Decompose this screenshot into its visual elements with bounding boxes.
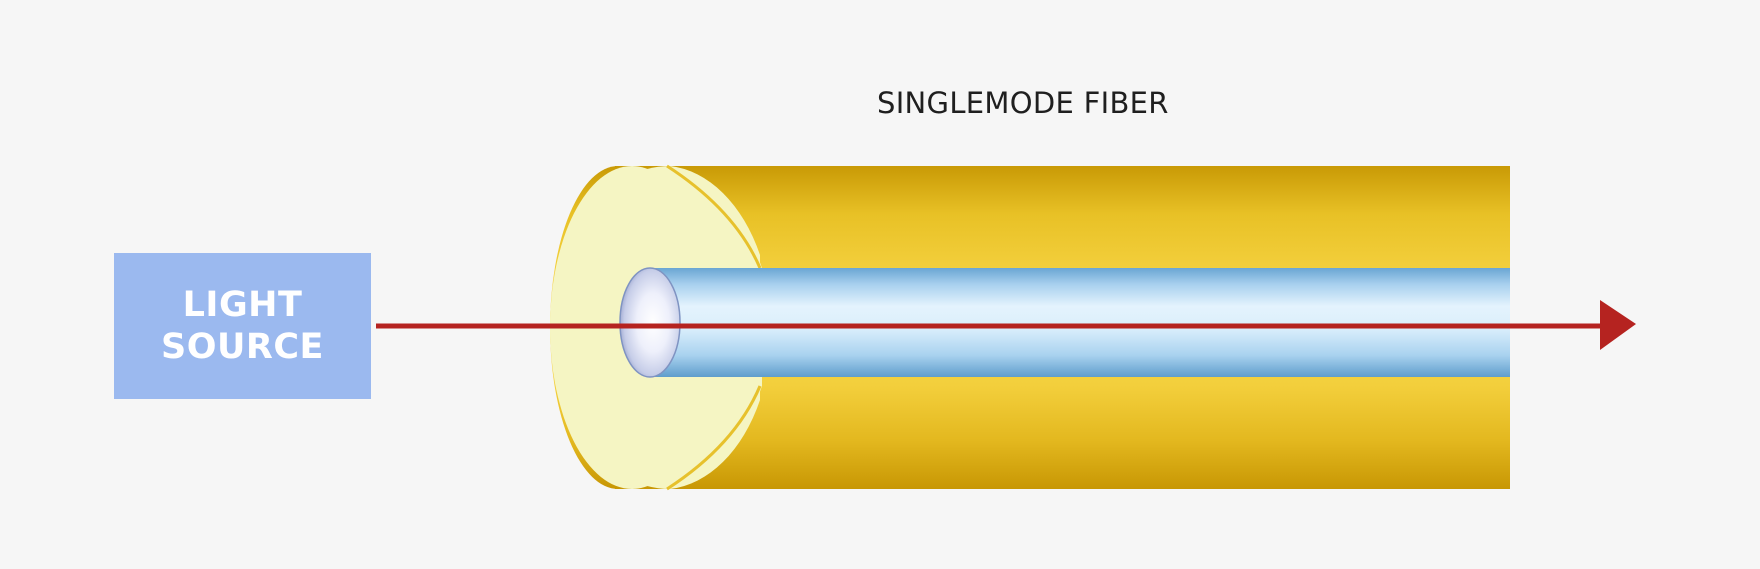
fiber-core	[650, 268, 1510, 377]
fiber-core-end-face	[619, 267, 681, 378]
diagram-title: SINGLEMODE FIBER	[877, 86, 1169, 120]
light-source-label-line1: LIGHT	[182, 285, 303, 325]
light-ray-arrowhead	[1600, 300, 1636, 350]
light-source-box: LIGHT SOURCE	[114, 253, 371, 399]
light-source-label-line2: SOURCE	[161, 327, 324, 367]
